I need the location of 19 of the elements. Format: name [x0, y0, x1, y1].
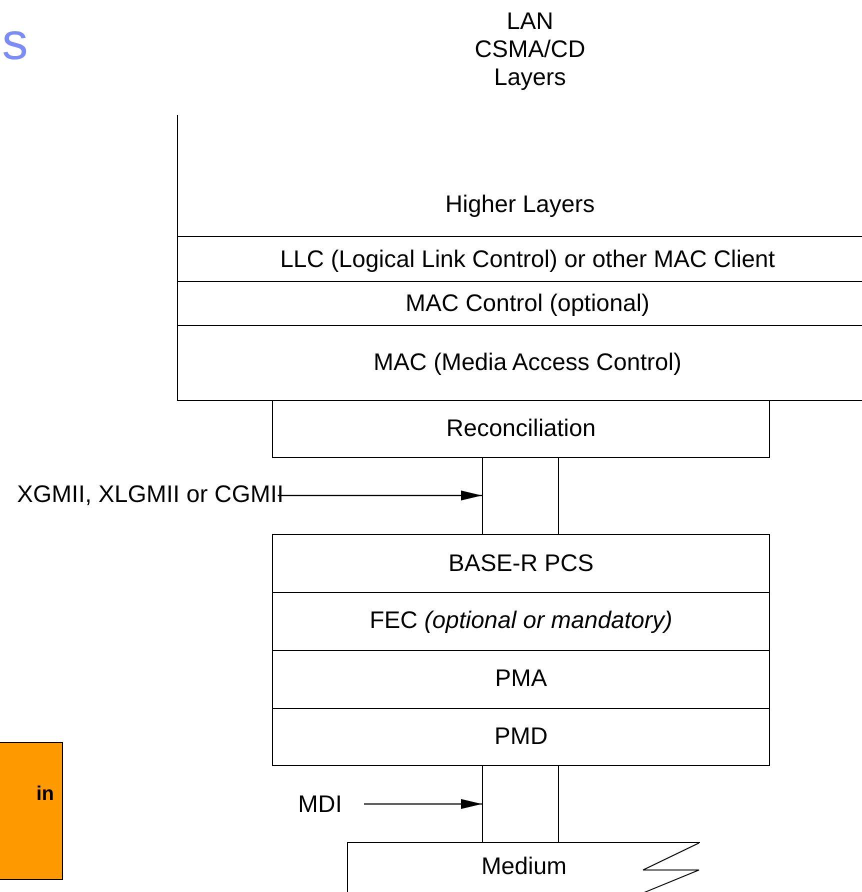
medium-box: Medium	[347, 842, 700, 892]
layer-box: PMD	[272, 708, 770, 766]
interface-column	[482, 765, 559, 843]
interface-label: MDI	[298, 788, 342, 822]
layer-box: LLC (Logical Link Control) or other MAC Client	[177, 236, 862, 282]
interface-column	[482, 457, 559, 534]
highlight-box: in	[0, 742, 63, 880]
layer-box: MAC Control (optional)	[177, 281, 862, 326]
layer-box: Reconciliation	[272, 400, 770, 458]
layer-box: MAC (Media Access Control)	[177, 325, 862, 401]
layer-box: FEC (optional or mandatory)	[272, 592, 770, 651]
arrow	[364, 799, 482, 809]
column-heading: LAN CSMA/CD Layers	[474, 8, 586, 92]
layer-box: PMA	[272, 650, 770, 709]
interface-label: XGMII, XLGMII or CGMII	[17, 478, 284, 512]
arrow	[278, 490, 482, 500]
layer-region: Higher Layers	[177, 115, 862, 237]
slide-title: s	[2, 12, 28, 72]
layer-box: BASE-R PCS	[272, 534, 770, 593]
